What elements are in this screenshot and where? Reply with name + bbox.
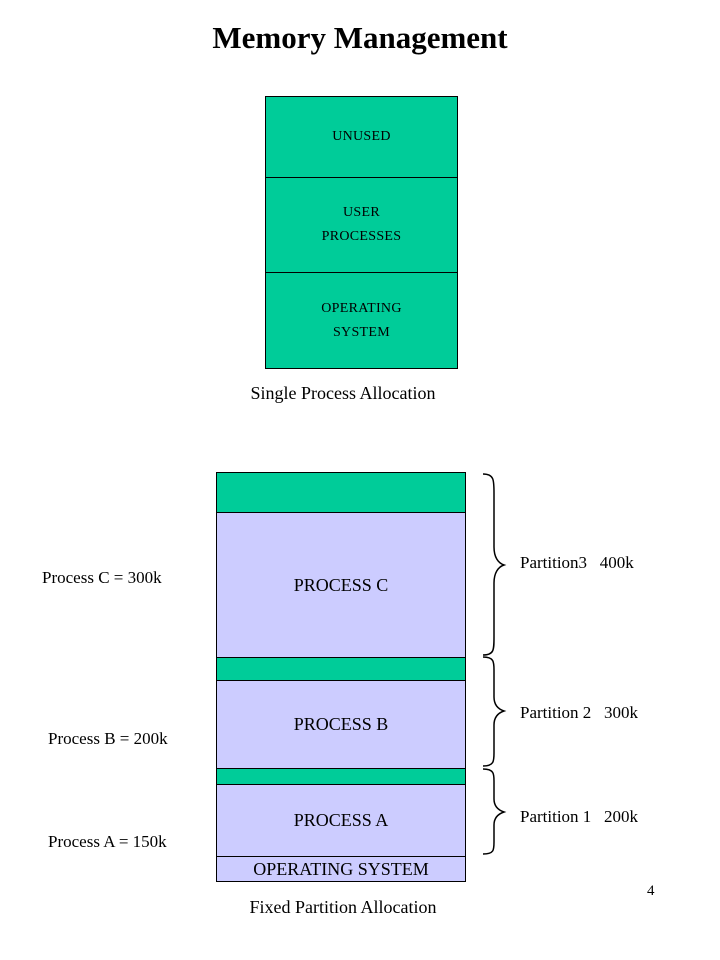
operating-system-segment: OPERATING SYSTEM [265, 272, 458, 369]
free-space-partition1 [216, 768, 466, 785]
process-b-label: PROCESS B [293, 714, 389, 734]
operating-system-block: OPERATING SYSTEM [216, 856, 466, 882]
process-a-label: PROCESS A [293, 810, 389, 830]
process-c-size-label: Process C = 300k [42, 568, 162, 587]
unused-label: UNUSED [332, 129, 391, 144]
free-space-partition2 [216, 657, 466, 681]
fixed-partition-caption: Fixed Partition Allocation [249, 897, 437, 917]
partition1-brace [482, 768, 507, 855]
process-a-size-label: Process A = 150k [48, 832, 167, 851]
process-b-block: PROCESS B [216, 680, 466, 769]
partition2-label: Partition 2 300k [520, 703, 639, 722]
process-b-size-label: Process B = 200k [48, 729, 168, 748]
process-a-block: PROCESS A [216, 784, 466, 857]
free-space-partition3 [216, 472, 466, 513]
user-processes-segment: USER PROCESSES [265, 177, 458, 273]
operating-system-label: OPERATING SYSTEM [253, 858, 429, 879]
user-processes-label: USER PROCESSES [321, 205, 402, 244]
partition-braces [482, 473, 507, 855]
unused-segment: UNUSED [265, 96, 458, 178]
partition2-brace [482, 656, 507, 767]
process-c-label: PROCESS C [293, 574, 389, 595]
partition1-label: Partition 1 200k [520, 807, 639, 826]
partition3-brace [482, 473, 507, 656]
page-title: Memory Management [212, 20, 508, 55]
process-c-block: PROCESS C [216, 512, 466, 658]
partition3-label: Partition3 400k [520, 553, 634, 572]
operating-system-label: OPERATING SYSTEM [321, 300, 402, 340]
single-process-caption: Single Process Allocation [250, 383, 436, 403]
page-number: 4 [647, 883, 655, 899]
